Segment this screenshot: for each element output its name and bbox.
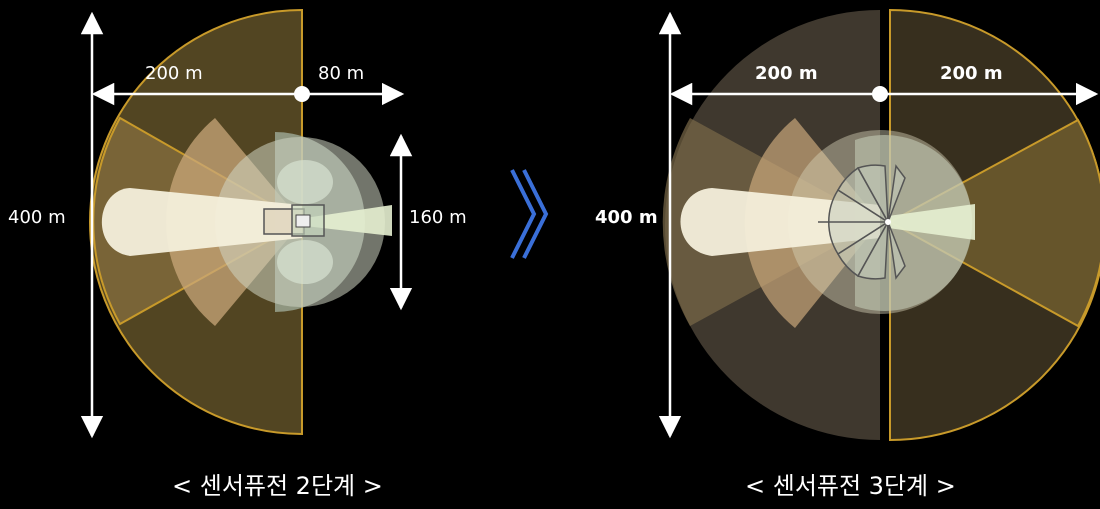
stage2-vehicle [295,214,311,228]
stage3-caption: < 센서퓨전 3단계 > [745,472,956,500]
stage2-camera-zone [101,188,303,256]
stage2-label-160: 160 m [409,207,467,228]
stage3-label-400: 400 m [595,207,658,228]
stage2-origin-dot [294,86,310,102]
stage2-front-beam [305,205,392,236]
stage2-side-lobe-bottom [277,240,333,284]
stage2-label-200: 200 m [145,63,203,84]
stage2-caption: < 센서퓨전 2단계 > [172,472,383,500]
stage2-label-400: 400 m [8,207,66,228]
stage3-vehicle [885,219,891,225]
stage3-panel: 200 m 200 m 400 m < 센서퓨전 3단계 > [595,8,1100,500]
stage3-front-beam [888,204,975,240]
transition-arrow-icon [510,169,549,259]
stage3-origin-dot [872,86,888,102]
stage2-side-lobe-top [277,160,333,204]
stage2-panel: 200 m 80 m 400 m 160 m < 센서퓨전 2단계 > [8,8,467,500]
stage3-camera-zone [680,188,880,256]
stage3-label-200-left: 200 m [755,63,818,84]
stage3-front-wedge [887,118,1100,328]
stage2-label-80: 80 m [318,63,364,84]
stage3-segment-fan [818,164,906,280]
stage3-label-200-right: 200 m [940,63,1003,84]
